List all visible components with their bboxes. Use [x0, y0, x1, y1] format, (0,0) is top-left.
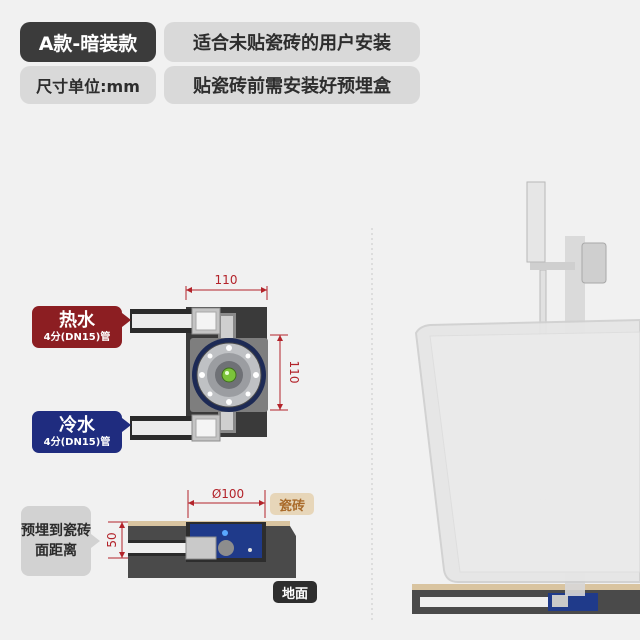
level-bubble-icon: [221, 367, 237, 383]
cold-water-label: 冷水: [59, 414, 95, 436]
front-view: 110 110: [130, 273, 301, 442]
embed-depth-note: 预埋到瓷砖面距离: [21, 506, 91, 576]
bathtub-illustration: [371, 181, 640, 622]
hot-water-pointer-icon: [122, 313, 131, 327]
cold-water-pointer-icon: [122, 418, 131, 432]
install-note: 贴瓷砖前需安装好预埋盒: [164, 66, 420, 104]
tile-label: 瓷砖: [270, 493, 314, 515]
section-view: Ø100 50: [105, 487, 296, 578]
width-dimension-label: 110: [215, 273, 238, 287]
unit-label: 尺寸单位:mm: [20, 66, 156, 104]
hot-water-spec: 4分(DN15)管: [43, 331, 111, 343]
height-dimension-label: 110: [287, 361, 301, 384]
cold-water-callout: 冷水 4分(DN15)管: [32, 411, 122, 453]
depth-note-pointer-icon: [91, 534, 100, 548]
product-title: A款-暗装款: [20, 22, 156, 62]
floor-label: 地面: [273, 581, 317, 603]
cold-water-spec: 4分(DN15)管: [43, 436, 111, 448]
hot-water-label: 热水: [59, 309, 95, 331]
usage-description: 适合未贴瓷砖的用户安装: [164, 22, 420, 62]
depth-dimension-label: 50: [105, 532, 119, 547]
hot-water-callout: 热水 4分(DN15)管: [32, 306, 122, 348]
diameter-dimension-label: Ø100: [212, 487, 244, 501]
